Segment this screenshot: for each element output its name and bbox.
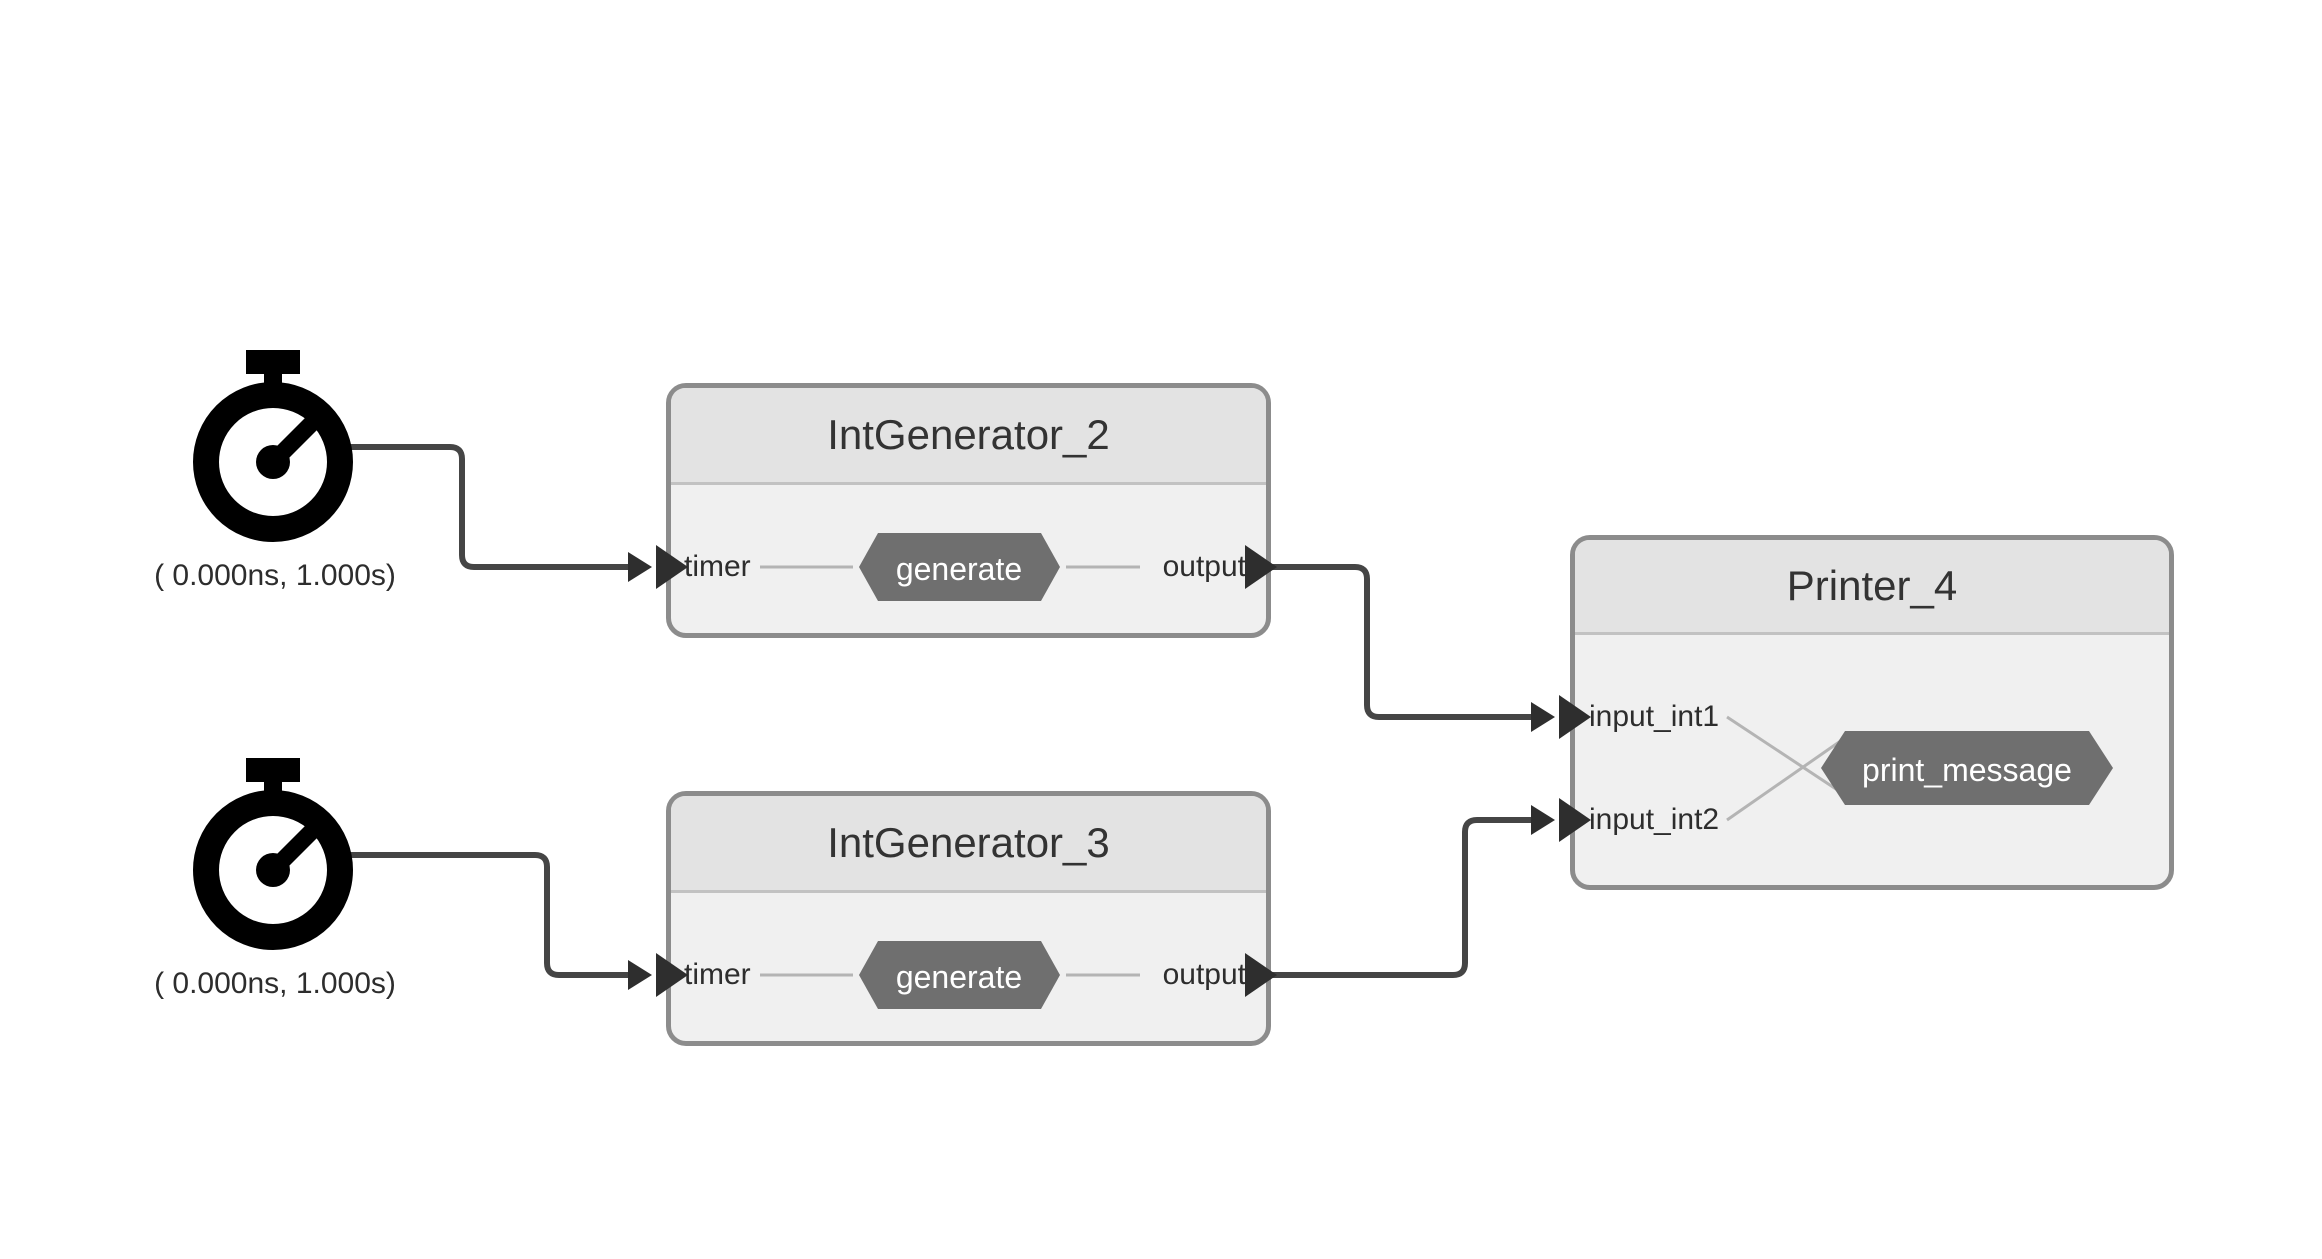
generate-hexagon[interactable] [859, 533, 1060, 601]
block-printer-4[interactable]: Printer_4 [1570, 535, 2174, 890]
block-header: IntGenerator_3 [671, 796, 1266, 893]
port-label-timer: timer [684, 550, 751, 583]
port-arrow-icon [1245, 545, 1277, 589]
block-title: IntGenerator_2 [827, 411, 1110, 458]
wire-arrow-icon [1531, 805, 1555, 835]
port-arrow-icon [1559, 798, 1591, 842]
link-input-int1-to-print-message [1726, 715, 1843, 795]
port-label-output: output [1162, 958, 1246, 991]
wire-arrow-icon [628, 552, 652, 582]
port-arrow-icon [1245, 953, 1277, 997]
wire-clock2-to-intgenerator3-timer[interactable] [342, 852, 634, 978]
stopwatch-hub [256, 853, 290, 887]
wire-arrow-icon [1531, 702, 1555, 732]
block-header: IntGenerator_2 [671, 388, 1266, 485]
hexagon-label: generate [896, 959, 1022, 995]
port-label-timer: timer [684, 958, 751, 991]
hexagon-label: generate [896, 551, 1022, 587]
port-arrow-icon [656, 953, 688, 997]
stopwatch-icon[interactable] [193, 350, 353, 542]
port-label-output: output [1162, 550, 1246, 583]
stopwatch-button [246, 350, 300, 374]
wire-arrow-icon [628, 960, 652, 990]
print-message-hexagon[interactable] [1821, 731, 2113, 805]
function-hexagons: generate generate print_message [859, 533, 2113, 1009]
port-arrow-icon [656, 545, 688, 589]
wire-clock1-to-intgenerator2-timer[interactable] [345, 444, 634, 570]
generate-hexagon[interactable] [859, 941, 1060, 1009]
wire-intgenerator2-output-to-printer4-input-int1[interactable] [1272, 564, 1537, 720]
stopwatch-hub [256, 445, 290, 479]
block-title: IntGenerator_3 [827, 819, 1110, 866]
hexagon-label: print_message [1862, 752, 2072, 788]
port-arrow-icon [1559, 695, 1591, 739]
clock-1-label: ( 0.000ns, 1.000s) [154, 559, 396, 592]
link-input-int2-to-print-message [1726, 738, 1843, 822]
wire-intgenerator3-output-to-printer4-input-int2[interactable] [1272, 817, 1537, 978]
stopwatch-icon[interactable] [193, 758, 353, 950]
thin-links [760, 565, 1843, 977]
stopwatch-button [246, 758, 300, 782]
port-label-input-int2: input_int2 [1589, 803, 1720, 836]
wires-group [342, 444, 1537, 978]
clock-2-label: ( 0.000ns, 1.000s) [154, 967, 396, 1000]
block-header: Printer_4 [1575, 540, 2169, 635]
block-title: Printer_4 [1786, 562, 1958, 609]
arrowheads [628, 545, 1591, 997]
port-label-input-int1: input_int1 [1589, 700, 1720, 733]
